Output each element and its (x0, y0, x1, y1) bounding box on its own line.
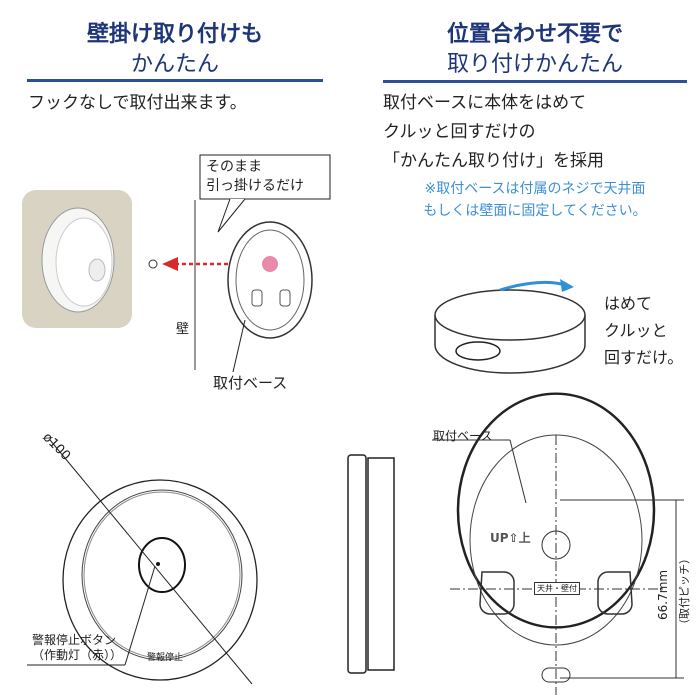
callout-line1: そのまま (206, 159, 262, 175)
mounting-note: ※取付ベースは付属のネジで天井面 もしくは壁面に固定してください。 (380, 178, 690, 222)
mounting-base-drawing (227, 221, 313, 339)
pitch-value: 66.7mm (656, 569, 670, 620)
up-label: UP⇧上 (490, 531, 531, 545)
right-description: 取付ベースに本体をはめて クルッと回すだけの 「かんたん取り付け」を採用 (383, 89, 604, 176)
base-plan-drawing (432, 392, 684, 695)
button-label-line1: 警報停止ボタン (32, 633, 117, 647)
left-title: 壁掛け取り付けも かんたん (27, 20, 323, 80)
wall-photo (22, 190, 132, 328)
callout-box (199, 154, 331, 200)
callout-line2: 引っ掛けるだけ (206, 178, 304, 194)
action-line: クルッと (604, 321, 668, 340)
action-line: はめて (604, 294, 653, 313)
button-label-line2: （作動灯（赤）） (32, 648, 123, 662)
mount-label: 天井・壁付 (534, 582, 580, 595)
front-view-drawing (27, 439, 258, 685)
device-stop-text: 警報停止 (147, 653, 184, 663)
callout-text: そのまま 引っ掛けるだけ (206, 158, 304, 196)
callout-pointer (217, 198, 246, 233)
base-leader-line (232, 319, 246, 373)
pitch-label: （取付ピッチ） (678, 553, 691, 630)
description-line: 「かんたん取り付け」を採用 (383, 151, 604, 171)
rotating-device-drawing (434, 279, 586, 374)
note-line1: ※取付ベースは付属のネジで天井面 (424, 181, 646, 197)
rotate-arrow (499, 280, 566, 292)
right-title-rule (383, 80, 687, 83)
description-line: クルッと回すだけの (383, 122, 536, 142)
right-title-line2: 取り付けかんたん (446, 52, 623, 77)
action-text: はめて クルッと 回すだけ。 (604, 290, 683, 371)
button-label: 警報停止ボタン （作動灯（赤）） (32, 633, 122, 663)
screw-icon (148, 259, 158, 269)
left-title-line1: 壁掛け取り付けも (86, 22, 263, 47)
left-title-rule (27, 79, 323, 82)
description-line: 取付ベースに本体をはめて (383, 93, 587, 113)
left-title-line2: かんたん (130, 52, 219, 77)
note-line2: もしくは壁面に固定してください。 (423, 203, 647, 219)
plan-base-label: 取付ベース (433, 429, 493, 443)
base-label: 取付ベース (213, 374, 288, 392)
right-title-line1: 位置合わせ不要で (446, 22, 623, 47)
wall-label: 壁 (176, 322, 190, 337)
action-line: 回すだけ。 (604, 348, 684, 367)
rotate-arrow-head-icon (560, 279, 574, 292)
left-description: フックなしで取付出来ます。 (28, 93, 247, 113)
right-title: 位置合わせ不要で 取り付けかんたん (385, 20, 685, 80)
diameter-line (49, 439, 253, 685)
arrow-head-icon (162, 257, 178, 271)
button-leader-line (124, 565, 156, 666)
side-view-drawing (347, 454, 395, 674)
